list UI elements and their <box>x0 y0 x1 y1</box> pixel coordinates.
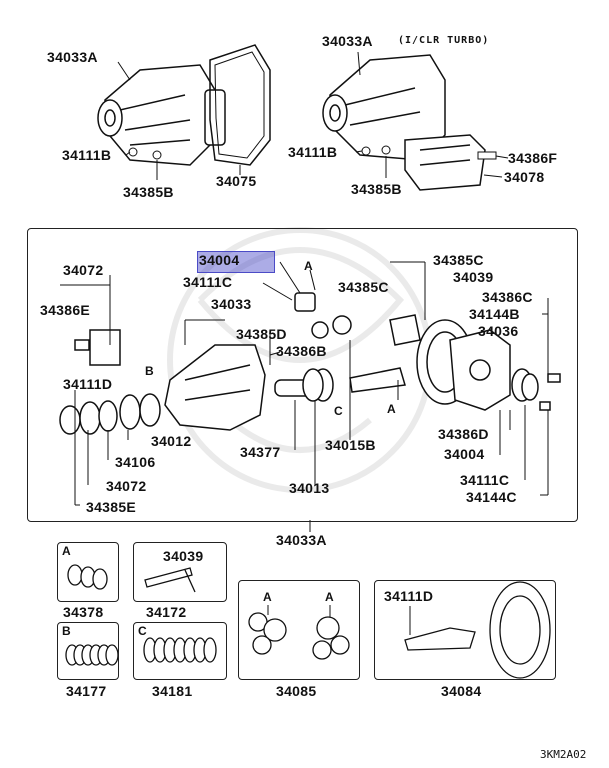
highlight-34004[interactable] <box>197 251 275 273</box>
tag-A2-kit-34085: A <box>325 590 334 604</box>
kit-illustrations <box>65 564 551 679</box>
kit-frame-34177 <box>57 622 119 680</box>
label-highlight-34004[interactable]: 34004 <box>199 252 240 268</box>
ring-pinion-set <box>404 581 551 679</box>
label-34386C[interactable]: 34386C <box>482 289 533 305</box>
diagram-code: 3KM2A02 <box>540 748 587 761</box>
tag-B-main: B <box>145 364 154 378</box>
kit-frame-34378 <box>57 542 119 602</box>
shim-stack-c <box>143 637 217 663</box>
label-bracket[interactable]: 34078 <box>504 169 545 185</box>
label-34072-bottom[interactable]: 34072 <box>106 478 147 494</box>
label-washer-top-left[interactable]: 34385B <box>123 184 174 200</box>
label-washer-top-right[interactable]: 34385B <box>351 181 402 197</box>
tag-C-kit-34181: C <box>138 624 147 638</box>
label-34378[interactable]: 34378 <box>63 604 104 620</box>
label-turbo-note: (I/CLR TURBO) <box>398 35 490 46</box>
label-bolt-top-right[interactable]: 34111B <box>288 144 338 160</box>
tag-A-bottom: A <box>387 402 396 416</box>
label-34111D-kit[interactable]: 34111D <box>384 588 434 604</box>
label-gasket[interactable]: 34075 <box>216 173 257 189</box>
label-34386D[interactable]: 34386D <box>438 426 489 442</box>
label-assembly-34033A[interactable]: 34033A <box>276 532 327 548</box>
label-housing-top-left[interactable]: 34033A <box>47 49 98 65</box>
label-34085[interactable]: 34085 <box>276 683 317 699</box>
label-34013[interactable]: 34013 <box>289 480 330 496</box>
label-34015B[interactable]: 34015B <box>325 437 376 453</box>
label-34084[interactable]: 34084 <box>441 683 482 699</box>
label-bracket-bolt[interactable]: 34386F <box>508 150 558 166</box>
label-34385E[interactable]: 34385E <box>86 499 137 515</box>
label-34377[interactable]: 34377 <box>240 444 281 460</box>
label-34386B[interactable]: 34386B <box>276 343 327 359</box>
gasket-34075 <box>209 44 271 166</box>
label-34036[interactable]: 34036 <box>478 323 519 339</box>
label-34177[interactable]: 34177 <box>66 683 107 699</box>
label-34385C-left[interactable]: 34385C <box>338 279 389 295</box>
top-right-housing <box>322 54 486 191</box>
kit-frame-34181 <box>133 622 227 680</box>
label-34106[interactable]: 34106 <box>115 454 156 470</box>
label-34172[interactable]: 34172 <box>146 604 187 620</box>
label-34144C[interactable]: 34144C <box>466 489 517 505</box>
label-34004-bottom[interactable]: 34004 <box>444 446 485 462</box>
label-housing-top-right[interactable]: 34033A <box>322 33 373 49</box>
tag-A-kit-34378: A <box>62 544 71 558</box>
tag-A1-kit-34085: A <box>263 590 272 604</box>
gear-kit <box>248 612 350 660</box>
kit-frame-34084 <box>374 580 556 680</box>
label-34111C-bottom[interactable]: 34111C <box>460 472 510 488</box>
label-34181[interactable]: 34181 <box>152 683 193 699</box>
label-34012[interactable]: 34012 <box>151 433 192 449</box>
label-34111C-top[interactable]: 34111C <box>183 274 233 290</box>
label-34033[interactable]: 34033 <box>211 296 252 312</box>
label-34039[interactable]: 34039 <box>453 269 494 285</box>
leader-lines <box>60 261 549 532</box>
kit-frame-34085 <box>238 580 360 680</box>
kit-frame-34172 <box>133 542 227 602</box>
label-34111D[interactable]: 34111D <box>63 376 113 392</box>
label-34385C-right[interactable]: 34385C <box>433 252 484 268</box>
label-bolt-top-left[interactable]: 34111B <box>62 147 112 163</box>
tag-A-top: A <box>304 259 313 273</box>
label-34144B[interactable]: 34144B <box>469 306 520 322</box>
label-34039-kit[interactable]: 34039 <box>163 548 204 564</box>
tag-B-kit-34177: B <box>62 624 71 638</box>
main-assembly <box>59 292 561 435</box>
main-assembly-frame <box>27 228 578 522</box>
top-left-housing <box>97 64 226 166</box>
label-34072-top[interactable]: 34072 <box>63 262 104 278</box>
label-34385D[interactable]: 34385D <box>236 326 287 342</box>
tag-C-main: C <box>334 404 343 418</box>
shim-stack-b <box>65 644 119 666</box>
label-34386E[interactable]: 34386E <box>40 302 91 318</box>
